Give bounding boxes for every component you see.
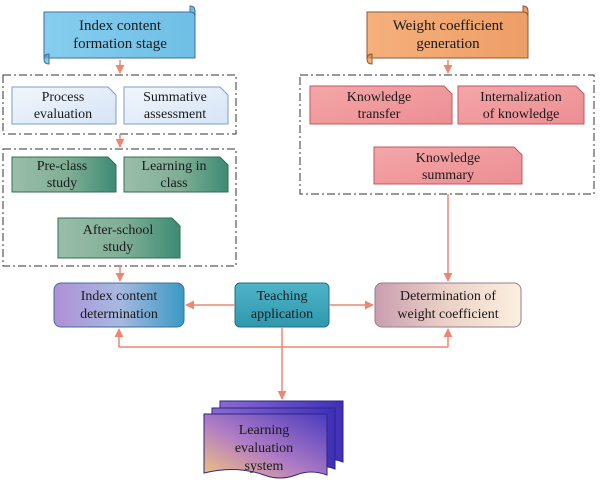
teaching-application-box: Teaching application bbox=[234, 282, 330, 328]
summative-assessment-box: Summative assessment bbox=[123, 86, 229, 125]
learning-in-class-box: Learning in class bbox=[123, 156, 229, 193]
index-content-formation-stage-scroll: Index content formation stage bbox=[43, 5, 196, 65]
learning-evaluation-line2: evaluation bbox=[235, 441, 293, 456]
knowledge-summary-line2: summary bbox=[422, 168, 474, 183]
stage-title-line2: formation stage bbox=[73, 36, 167, 52]
teaching-application-line1: Teaching bbox=[256, 289, 307, 304]
weight-stage-title-line2: generation bbox=[416, 36, 480, 52]
pre-class-study-line1: Pre-class bbox=[37, 159, 88, 174]
knowledge-transfer-line2: transfer bbox=[358, 107, 401, 122]
knowledge-transfer-box: Knowledge transfer bbox=[309, 85, 453, 125]
learning-evaluation-system-docs: Learning evaluation system bbox=[203, 400, 344, 479]
internalization-line2: of knowledge bbox=[483, 107, 560, 122]
determination-of-weight-coefficient-box: Determination of weight coefficient bbox=[374, 282, 522, 328]
summative-assessment-line1: Summative bbox=[143, 90, 207, 105]
determination-weight-line1: Determination of bbox=[400, 289, 496, 304]
knowledge-transfer-line1: Knowledge bbox=[347, 90, 412, 105]
pre-class-study-box: Pre-class study bbox=[11, 156, 117, 193]
process-evaluation-box: Process evaluation bbox=[11, 86, 117, 125]
teaching-application-line2: application bbox=[251, 307, 313, 322]
index-content-determination-line1: Index content bbox=[81, 289, 158, 304]
index-content-determination-line2: determination bbox=[80, 307, 158, 322]
learning-evaluation-line1: Learning bbox=[239, 423, 290, 438]
summative-assessment-line2: assessment bbox=[144, 107, 206, 122]
group1-frame bbox=[2, 74, 237, 135]
internalization-line1: Internalization bbox=[480, 90, 562, 105]
after-school-study-box: After-school study bbox=[57, 217, 181, 259]
weight-coefficient-generation-scroll: Weight coefficient generation bbox=[366, 5, 529, 65]
learning-in-class-line1: Learning in bbox=[142, 159, 207, 174]
internalization-of-knowledge-box: Internalization of knowledge bbox=[457, 85, 585, 125]
after-school-study-line1: After-school bbox=[83, 223, 154, 238]
after-school-study-line2: study bbox=[103, 240, 133, 255]
learning-evaluation-line3: system bbox=[245, 459, 284, 474]
pre-class-study-line2: study bbox=[47, 176, 77, 191]
learning-in-class-line2: class bbox=[160, 176, 187, 191]
stage-title-line1: Index content bbox=[79, 18, 162, 34]
process-evaluation-line2: evaluation bbox=[34, 107, 92, 122]
determination-weight-line2: weight coefficient bbox=[397, 307, 498, 322]
process-evaluation-line1: Process bbox=[42, 90, 85, 105]
weight-group-frame bbox=[299, 74, 595, 195]
weight-stage-title-line1: Weight coefficient bbox=[393, 18, 504, 34]
knowledge-summary-box: Knowledge summary bbox=[373, 146, 523, 185]
knowledge-summary-line1: Knowledge bbox=[416, 151, 481, 166]
index-content-determination-box: Index content determination bbox=[53, 282, 185, 328]
